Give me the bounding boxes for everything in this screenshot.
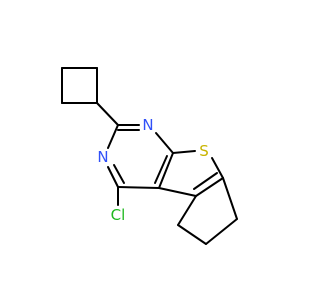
bond (117, 186, 160, 189)
bond (205, 218, 238, 245)
bond (107, 166, 119, 188)
nitrogen-atom-left: N (97, 148, 108, 166)
pyrimidine-ring (107, 124, 174, 189)
bond (96, 102, 119, 126)
chlorine-atom: Cl (111, 206, 126, 224)
sulfur-atom: S (199, 142, 209, 160)
bond (172, 150, 196, 154)
bond (158, 187, 197, 197)
bond (193, 172, 218, 190)
bond (154, 155, 168, 184)
thiophene-ring (158, 150, 224, 197)
bond (107, 124, 119, 149)
bond (195, 177, 224, 197)
cyclobutane-ring (61, 67, 98, 104)
cyclopentane-ring (177, 177, 238, 245)
bond (211, 157, 224, 179)
bond (158, 152, 174, 189)
bond (177, 195, 197, 226)
bond (113, 164, 125, 184)
bond (155, 132, 174, 154)
bond (222, 177, 238, 220)
chemical-structure-diagram: N N S Cl (61, 67, 238, 245)
nitrogen-atom-top: N (142, 116, 153, 134)
bond (177, 224, 207, 245)
